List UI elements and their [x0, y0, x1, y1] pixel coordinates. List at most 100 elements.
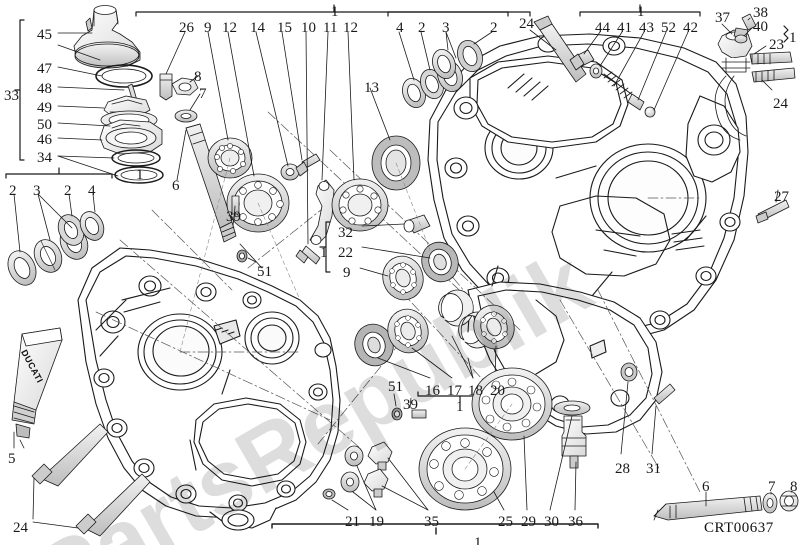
callout-l-37: 37: [715, 10, 730, 26]
callout-mid-group-1: 1: [320, 245, 328, 261]
part-36-oil-jet: [561, 415, 587, 469]
callout-left-bracket-2: 2: [64, 183, 72, 199]
part-27-bolt: [755, 199, 790, 224]
part-3-bearing-a: [33, 239, 63, 273]
callout-lower-group-18: 18: [468, 383, 483, 399]
callout-l-39b: 39: [403, 397, 418, 413]
bracket-mid-1: [319, 221, 331, 273]
part-18-circlip-a: [438, 289, 474, 327]
callout-mid-group-32: 32: [338, 225, 353, 241]
part-16-seal: [354, 323, 394, 367]
bracket-number-top_right: 1: [637, 4, 645, 20]
part-47-oring: [95, 64, 153, 88]
callout-lower-group-16: 16: [425, 383, 440, 399]
callout-l-51a: 51: [257, 264, 272, 280]
callout-lower-group-20: 20: [490, 383, 505, 399]
part-4-ring-top: [402, 78, 426, 108]
part-12-bearing-b: [331, 178, 389, 232]
callout-top-right-44: 44: [595, 20, 610, 36]
part-42-ball: [644, 106, 656, 118]
diagram-code: CRT00637: [704, 520, 774, 536]
callout-bottom-21: 21: [345, 514, 360, 530]
leaders-breather: [721, 17, 773, 91]
callout-l-6: 6: [172, 178, 180, 194]
callout-l-23: 23: [769, 37, 784, 53]
part-2-seal-top-b: [457, 40, 483, 72]
callout-left-col-47: 47: [37, 61, 52, 77]
part-26-plug: [159, 73, 173, 101]
callout-l-51b: 51: [388, 379, 403, 395]
leaders-bracket-mid: [13, 193, 96, 253]
callout-top-left-14: 14: [250, 20, 265, 36]
part-23-bolt: [749, 51, 793, 65]
callout-bottom-19: 19: [369, 514, 384, 530]
callout-l-28: 28: [615, 461, 630, 477]
bracket-33: [14, 19, 25, 161]
part-19-washer-b: [340, 471, 360, 493]
part-45-pump-cover: [73, 5, 141, 69]
callout-mid-group-22: 22: [338, 245, 353, 261]
part-20-bearing: [473, 304, 515, 350]
callout-left-col-48: 48: [37, 81, 52, 97]
part-35-bolt-a: [367, 441, 393, 471]
callout-top-left-9: 9: [204, 20, 212, 36]
part-7-washer: [174, 109, 198, 123]
callout-l-8: 8: [194, 69, 202, 85]
callout-bottom-25: 25: [498, 514, 513, 530]
bracket-top-mid: [5, 167, 113, 179]
part-10-screw: [295, 245, 321, 265]
part-24-bolt-bl-a: [31, 423, 109, 487]
leaders-lower-group: [377, 335, 497, 379]
callout-top-right-41: 41: [617, 20, 632, 36]
part-39-dowel-low: [411, 409, 427, 419]
callout-bottom-29: 29: [521, 514, 536, 530]
crankcase-right-half: [427, 33, 749, 341]
part-52-pin: [627, 93, 645, 111]
callout-left-col-49: 49: [37, 100, 52, 116]
callout-top-left-4: 4: [396, 20, 404, 36]
part-19-washer-a: [344, 445, 364, 467]
leaders-group-33: [57, 32, 125, 177]
part-46-pump-body: [99, 119, 163, 155]
callout-top-right-52: 52: [661, 20, 676, 36]
callout-top-left-12: 12: [343, 20, 358, 36]
bracket-top-left: [135, 4, 531, 17]
crankcase-left-half: [77, 247, 341, 531]
bracket-number-top_left: 1: [331, 4, 339, 20]
part-6-stud: [185, 123, 237, 243]
callout-l-13: 13: [364, 80, 379, 96]
callout-l-39a: 39: [226, 209, 241, 225]
callout-bottom-36: 36: [568, 514, 583, 530]
callout-left-col-33: 33: [4, 88, 19, 104]
callout-l-24b: 24: [773, 96, 788, 112]
callout-l-7b: 7: [768, 479, 776, 495]
callout-l-38: 38: [753, 5, 768, 21]
callout-lower-group-17: 17: [447, 383, 462, 399]
bracket-number-right_side: 1: [789, 30, 797, 46]
callout-top-left-15: 15: [277, 20, 292, 36]
callout-l-31: 31: [646, 461, 661, 477]
callout-left-col-46: 46: [37, 132, 52, 148]
callout-l-8b: 8: [790, 479, 798, 495]
callout-left-bracket-4: 4: [88, 183, 96, 199]
callout-top-left-2: 2: [490, 20, 498, 36]
part-35-bolt-b: [363, 468, 389, 498]
callout-l-40: 40: [753, 19, 768, 35]
part-40-washer: [734, 34, 748, 44]
part-31-dowel: [653, 383, 676, 405]
part-3-bearing-top-b: [432, 49, 456, 79]
part-4-ring: [79, 211, 105, 241]
callout-bottom-30: 30: [544, 514, 559, 530]
part-28-oring: [620, 362, 638, 382]
callout-l-24a: 24: [519, 16, 534, 32]
part-39-dowel-mid: [231, 195, 240, 215]
part-30-washer-lg: [553, 400, 591, 416]
part-2-seal-a: [7, 250, 37, 286]
part-17-bearing: [387, 308, 429, 354]
part-44-screw: [569, 49, 595, 71]
part-6-stud-br: [653, 495, 763, 521]
part-51-plug-low: [391, 407, 403, 421]
part-9-bearing-mid: [382, 255, 424, 301]
